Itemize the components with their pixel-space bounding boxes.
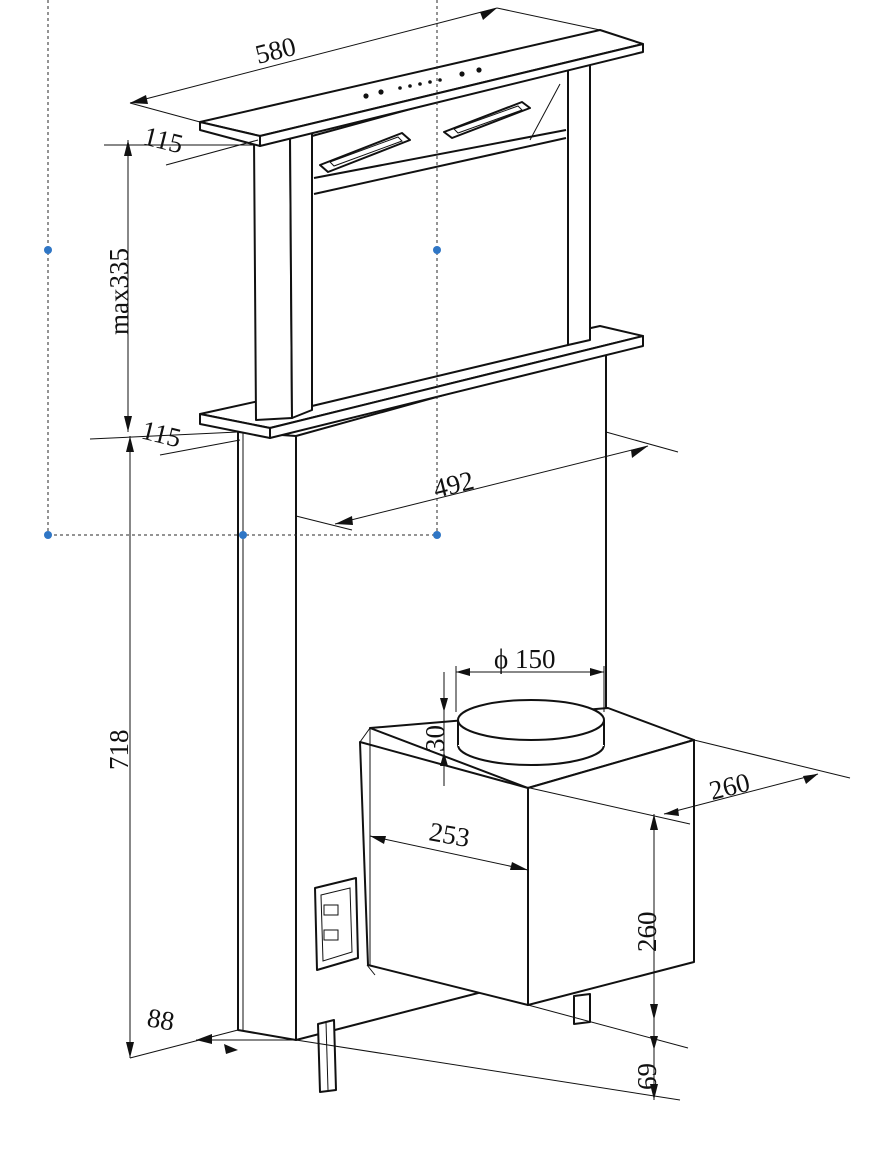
feet	[317, 993, 591, 1093]
dim-max-height: max335	[104, 248, 134, 335]
dim-motor-depth: 260	[706, 767, 753, 806]
selection-handle-bottom-left[interactable]	[44, 531, 52, 539]
upper-hood	[199, 29, 644, 421]
dim-top-depth: 115	[141, 121, 187, 160]
dim-motor-height: 260	[632, 912, 662, 953]
dim-total-height: 718	[104, 730, 134, 771]
dim-duct-diameter: ϕ 150	[494, 644, 555, 674]
selection-handle-bottom-middle[interactable]	[239, 531, 247, 539]
dim-top-width: 580	[252, 31, 299, 70]
dim-bottom-depth: 88	[145, 1002, 177, 1036]
selection-box[interactable]	[44, 0, 441, 539]
control-buttons	[363, 67, 482, 99]
socket-box	[314, 877, 359, 971]
selection-handle-right-middle[interactable]	[433, 246, 441, 254]
selection-handle-left-middle[interactable]	[44, 246, 52, 254]
dim-collar-height: 30	[420, 725, 450, 752]
dim-mid-depth: 115	[139, 415, 185, 454]
dimension-lines	[89, 7, 851, 1101]
selection-handle-bottom-right[interactable]	[433, 531, 441, 539]
dim-foot-height: 69	[632, 1063, 662, 1090]
dim-motor-width: 253	[427, 816, 472, 853]
motor-box	[359, 699, 695, 1006]
